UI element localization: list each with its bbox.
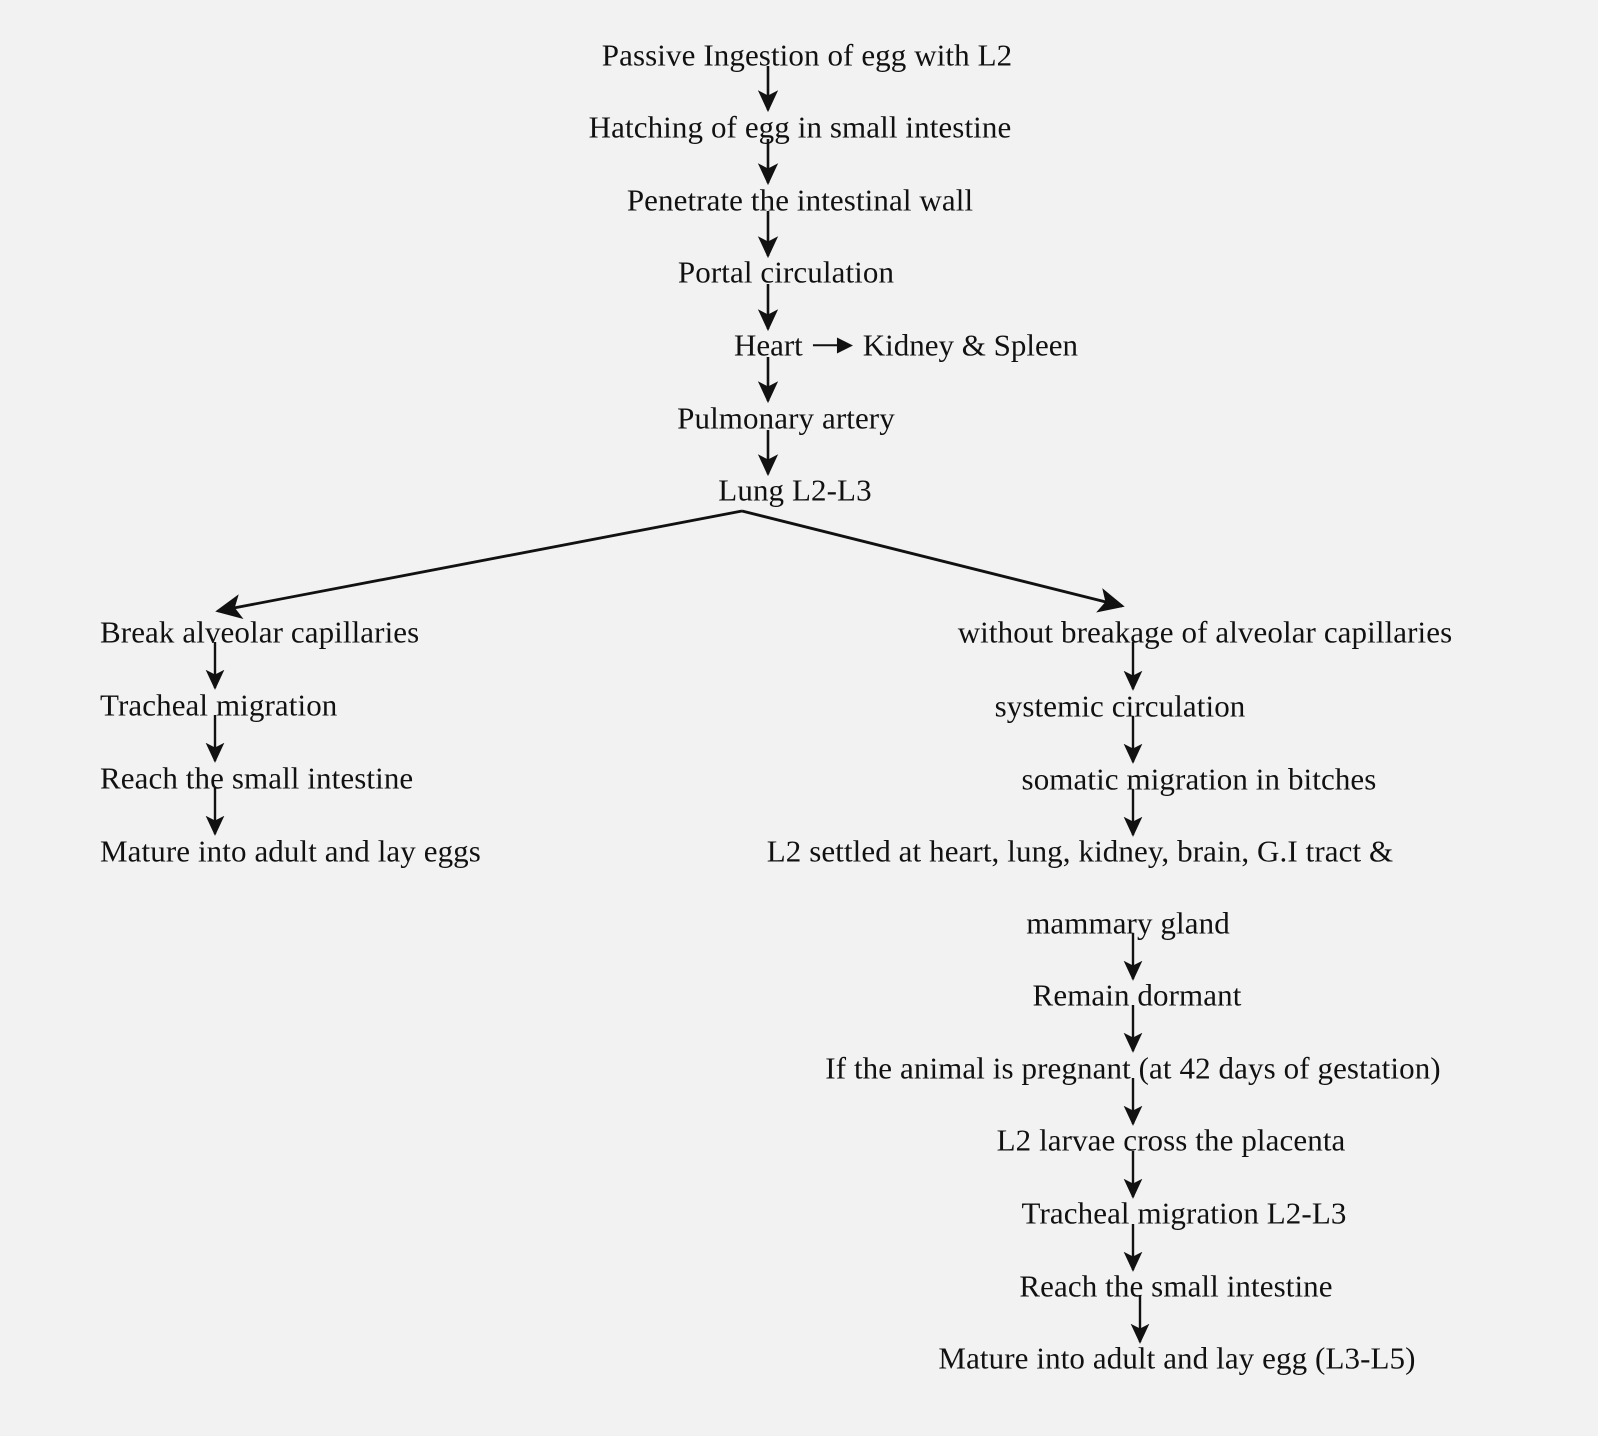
node-reach-small-intestine-left: Reach the small intestine: [100, 760, 414, 796]
node-without-breakage-alveolar-capillaries: without breakage of alveolar capillaries: [957, 614, 1453, 650]
node-heart-label: Heart: [733, 327, 803, 363]
node-if-animal-pregnant: If the animal is pregnant (at 42 days of…: [825, 1050, 1441, 1086]
node-hatching-of-egg: Hatching of egg in small intestine: [588, 109, 1012, 145]
node-mammary-gland: mammary gland: [1026, 905, 1230, 941]
node-l2-larvae-cross-placenta: L2 larvae cross the placenta: [996, 1122, 1346, 1158]
node-passive-ingestion: Passive Ingestion of egg with L2: [601, 37, 1013, 73]
node-pulmonary-artery: Pulmonary artery: [677, 400, 895, 436]
node-somatic-migration-in-bitches: somatic migration in bitches: [1021, 761, 1377, 797]
node-kidney-spleen-label: Kidney & Spleen: [862, 327, 1079, 363]
node-l2-settled-organs: L2 settled at heart, lung, kidney, brain…: [766, 833, 1394, 869]
node-penetrate-intestinal-wall: Penetrate the intestinal wall: [626, 182, 974, 218]
branch-arrow-icon: [215, 509, 1125, 619]
node-break-alveolar-capillaries: Break alveolar capillaries: [100, 614, 420, 650]
node-lung-l2-l3: Lung L2-L3: [718, 472, 872, 508]
node-remain-dormant: Remain dormant: [1032, 977, 1242, 1013]
node-heart-kidney-spleen-row: Heart Kidney & Spleen: [734, 330, 1078, 361]
node-tracheal-migration: Tracheal migration: [100, 687, 338, 723]
node-reach-small-intestine-right: Reach the small intestine: [1019, 1268, 1333, 1304]
node-mature-adult-lay-egg-l3-l5: Mature into adult and lay egg (L3-L5): [938, 1340, 1416, 1376]
node-portal-circulation: Portal circulation: [677, 254, 895, 290]
node-tracheal-migration-l2-l3: Tracheal migration L2-L3: [1021, 1195, 1347, 1231]
right-arrow-icon: [812, 337, 853, 353]
node-mature-adult-lay-eggs-left: Mature into adult and lay eggs: [100, 833, 481, 869]
node-systemic-circulation: systemic circulation: [994, 688, 1246, 724]
